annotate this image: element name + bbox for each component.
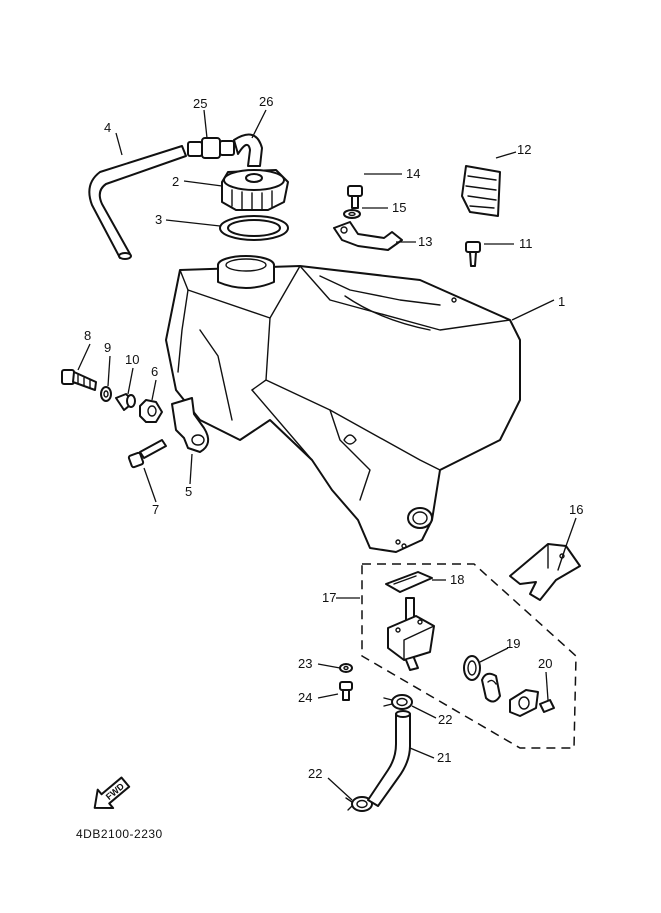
- forward-direction-arrow: FWD: [93, 776, 131, 810]
- callout-labels: 4 25 26 2 3 1 14 15 13 11 12 8 9 10 6 5 …: [84, 94, 583, 781]
- o-ring-part-19: [463, 655, 481, 681]
- fuel-hose-part-21: [367, 710, 411, 807]
- callout-24: 24: [298, 690, 312, 705]
- bent-hose-part-26: [233, 133, 263, 167]
- washer-part-15: [343, 209, 361, 219]
- callout-26: 26: [259, 94, 273, 109]
- fuel-cock-body: [387, 597, 435, 671]
- callout-20: 20: [538, 656, 552, 671]
- drawing-code: 4DB2100-2230: [76, 827, 163, 841]
- bracket-part-13: [333, 221, 403, 251]
- callout-21: 21: [437, 750, 451, 765]
- gasket-part-18: [385, 571, 433, 593]
- washer-part-23: [339, 663, 353, 673]
- stay-part-5: [171, 397, 210, 453]
- callout-19: 19: [506, 636, 520, 651]
- cover-bracket-part-16: [509, 543, 581, 601]
- collar-part-10: [115, 393, 136, 411]
- hose-clip-part-22-lower: [345, 796, 373, 812]
- callout-10: 10: [125, 352, 139, 367]
- screw-part-24: [339, 681, 353, 701]
- plate-part-20: [509, 689, 555, 717]
- washer-part-9: [100, 386, 112, 402]
- callout-13: 13: [418, 234, 432, 249]
- damper-part-6: [139, 399, 163, 423]
- callout-22-lower: 22: [308, 766, 322, 781]
- callout-9: 9: [104, 340, 111, 355]
- callout-12: 12: [517, 142, 531, 157]
- callout-1: 1: [558, 294, 565, 309]
- callout-5: 5: [185, 484, 192, 499]
- callout-7: 7: [152, 502, 159, 517]
- callout-14: 14: [406, 166, 420, 181]
- callout-15: 15: [392, 200, 406, 215]
- callout-3: 3: [155, 212, 162, 227]
- cap-gasket-part-3: [219, 215, 289, 241]
- callout-22-upper: 22: [438, 712, 452, 727]
- callout-17: 17: [322, 590, 336, 605]
- bolt-part-14: [347, 185, 363, 209]
- hose-joint-part-25: [187, 137, 235, 159]
- callout-25: 25: [193, 96, 207, 111]
- screw-part-11: [465, 241, 481, 267]
- bolt-part-7: [127, 439, 167, 469]
- hose-clip-part-22-upper: [383, 694, 413, 710]
- callout-6: 6: [151, 364, 158, 379]
- callout-16: 16: [569, 502, 583, 517]
- callout-23: 23: [298, 656, 312, 671]
- callout-4: 4: [104, 120, 111, 135]
- leader-lines: [77, 109, 577, 801]
- breather-hose-part-4: [88, 145, 187, 260]
- fuel-cock-assembly-box-part-17: [361, 563, 577, 749]
- callout-2: 2: [172, 174, 179, 189]
- callout-18: 18: [450, 572, 464, 587]
- fuel-tank-part-1: [165, 255, 521, 553]
- lever-cover: [481, 672, 501, 703]
- callout-11: 11: [519, 236, 533, 251]
- bolt-part-8: [61, 369, 97, 391]
- clip-part-12: [461, 165, 501, 217]
- fuel-cap-part-2: [221, 169, 289, 211]
- callout-8: 8: [84, 328, 91, 343]
